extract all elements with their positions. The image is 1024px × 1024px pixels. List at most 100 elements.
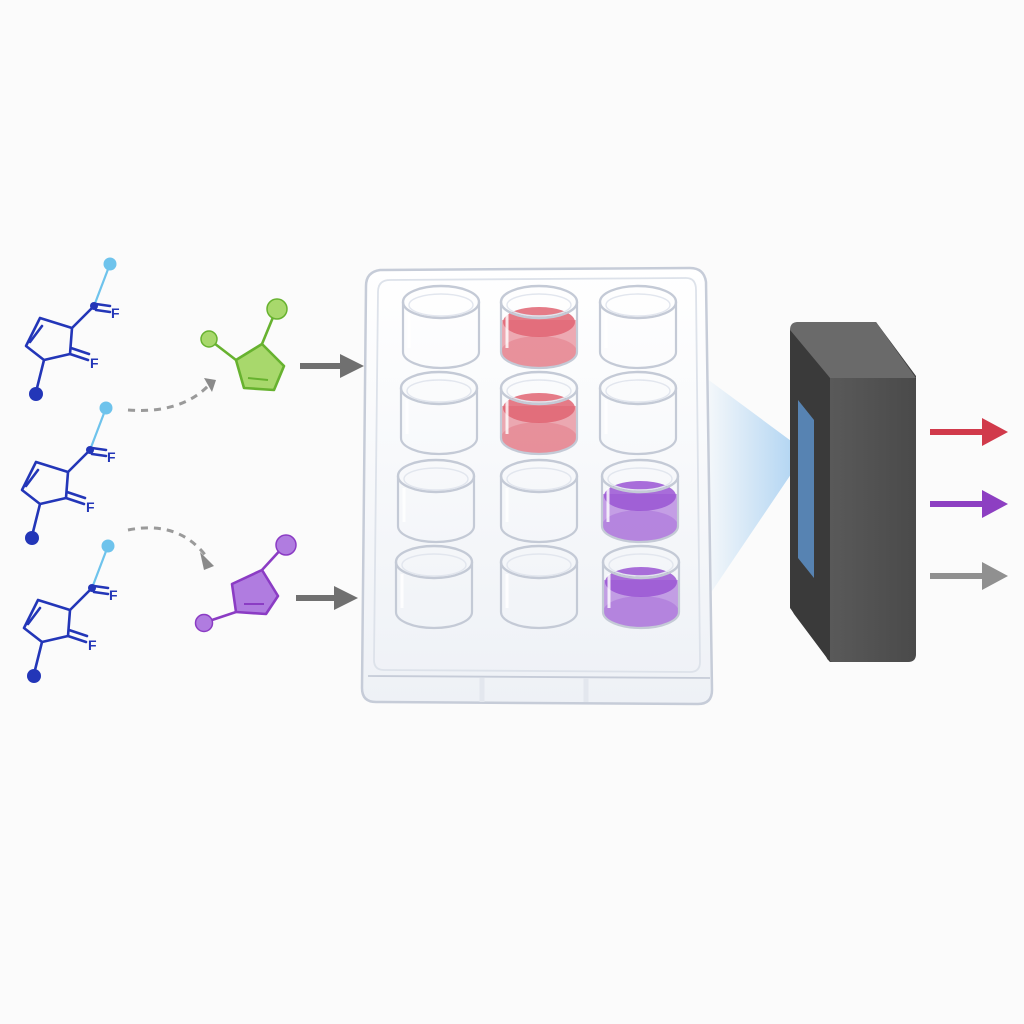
well-plate [360, 266, 714, 706]
well-liquid-bottom [501, 336, 577, 368]
output-arrow-head-purple [982, 490, 1008, 518]
well-wall [499, 562, 579, 630]
well-rim-inner [605, 293, 671, 317]
reactant-bond-top [68, 586, 94, 612]
well-rim-inner [403, 467, 469, 491]
reactant-molecule-2: FF [20, 401, 116, 545]
reactant-ring [24, 316, 74, 362]
reactant-atom-bottom [27, 669, 41, 683]
green-inner-bond [247, 377, 269, 381]
reactant-bond-top [66, 448, 92, 474]
well-r4-c3 [601, 544, 681, 630]
well-r4-c1 [394, 544, 474, 630]
plate-inner-rim [373, 277, 701, 673]
well-rim [601, 544, 681, 580]
well-liquid-bottom [501, 422, 577, 454]
well-wall [396, 476, 476, 544]
reactant-bond-f2b [69, 346, 91, 356]
well-rim [499, 370, 579, 406]
well-wall [598, 388, 678, 456]
well-rim [401, 284, 481, 320]
well-rim [499, 458, 579, 494]
well-r2-c1 [399, 370, 479, 456]
well-r1-c2 [499, 284, 579, 370]
well-rim-inner [506, 379, 572, 403]
well-rim [598, 284, 678, 320]
well-rim [396, 458, 476, 494]
well-wall [600, 476, 680, 544]
well-r2-c2 [499, 370, 579, 456]
reactant-atom-bottom [25, 531, 39, 545]
well-wall [399, 388, 479, 456]
reactant-atom-light [103, 257, 117, 271]
reactant-bond-f1b [94, 302, 112, 308]
purple-atom-top [275, 534, 297, 556]
reactant-bond-f1a [94, 308, 112, 314]
reactant-bond-f2a [66, 634, 88, 644]
well-rim-inner [408, 293, 474, 317]
green-atom-left [200, 330, 218, 348]
well-rim [399, 370, 479, 406]
detection-beam [706, 378, 806, 600]
well-rim-inner [401, 553, 467, 577]
well-wall [499, 302, 579, 370]
reactant-bond-f1a [90, 452, 108, 458]
output-arrow-head-red [982, 418, 1008, 446]
reactant-bond-f2a [68, 352, 90, 362]
reactant-atom-bottom [29, 387, 43, 401]
reactant-double-bond [26, 606, 42, 626]
well-rim-inner [406, 379, 472, 403]
well-wall [598, 302, 678, 370]
well-rim-inner [506, 467, 572, 491]
intermediate-purple-molecule [194, 534, 297, 633]
well-rim-inner [608, 553, 674, 577]
reactant-bond-f2b [67, 628, 89, 638]
reactant-double-bond [24, 468, 40, 488]
reactant-bond-f1a [92, 590, 110, 596]
reactant-bond-bottom [32, 640, 44, 676]
reactant-bond-f1b [90, 446, 108, 452]
detector-top-face [790, 322, 916, 378]
intermediate-molecules [194, 298, 297, 633]
reactant-bond-light [88, 407, 108, 451]
arrow-head-purple-to-plate [334, 586, 358, 610]
reactant-ring [22, 598, 72, 644]
green-atom-top [266, 298, 288, 320]
reactant-molecule-3: FF [22, 539, 118, 683]
reactant-bond-f1b [92, 584, 110, 590]
dashed-arrowhead-green [204, 378, 216, 392]
well-wall [401, 302, 481, 370]
reactant-label-top: F [109, 587, 118, 603]
dashed-arrow-to-green [127, 384, 210, 412]
output-signals [930, 418, 1008, 590]
well-rim-inner [506, 293, 572, 317]
well-rim [394, 544, 474, 580]
beam-cone [706, 378, 806, 600]
reactant-label-bottom: F [88, 637, 97, 653]
green-ring [234, 342, 286, 392]
well-rim [499, 544, 579, 580]
reactant-label-top: F [107, 449, 116, 465]
well-wall [499, 388, 579, 456]
detector-window [798, 400, 814, 578]
plate-base-edge [367, 675, 711, 679]
reactant-bond-top [70, 304, 96, 330]
purple-ring [230, 568, 280, 616]
well-rim-inner [605, 379, 671, 403]
well-rim-inner [506, 553, 572, 577]
detector-front-face [826, 376, 916, 662]
reactant-label-bottom: F [86, 499, 95, 515]
dashed-arrowhead-purple [200, 552, 214, 570]
dashed-arrow-to-purple [127, 526, 208, 557]
reactant-bond-light [90, 545, 110, 589]
well-r2-c3 [598, 370, 678, 456]
reactant-bond-f2b [65, 490, 87, 500]
intermediate-green-molecule [200, 298, 288, 392]
well-wall [601, 562, 681, 630]
well-r1-c1 [401, 284, 481, 370]
well-liquid-bottom [602, 510, 678, 542]
well-wall [499, 476, 579, 544]
purple-atom-left [194, 613, 214, 633]
